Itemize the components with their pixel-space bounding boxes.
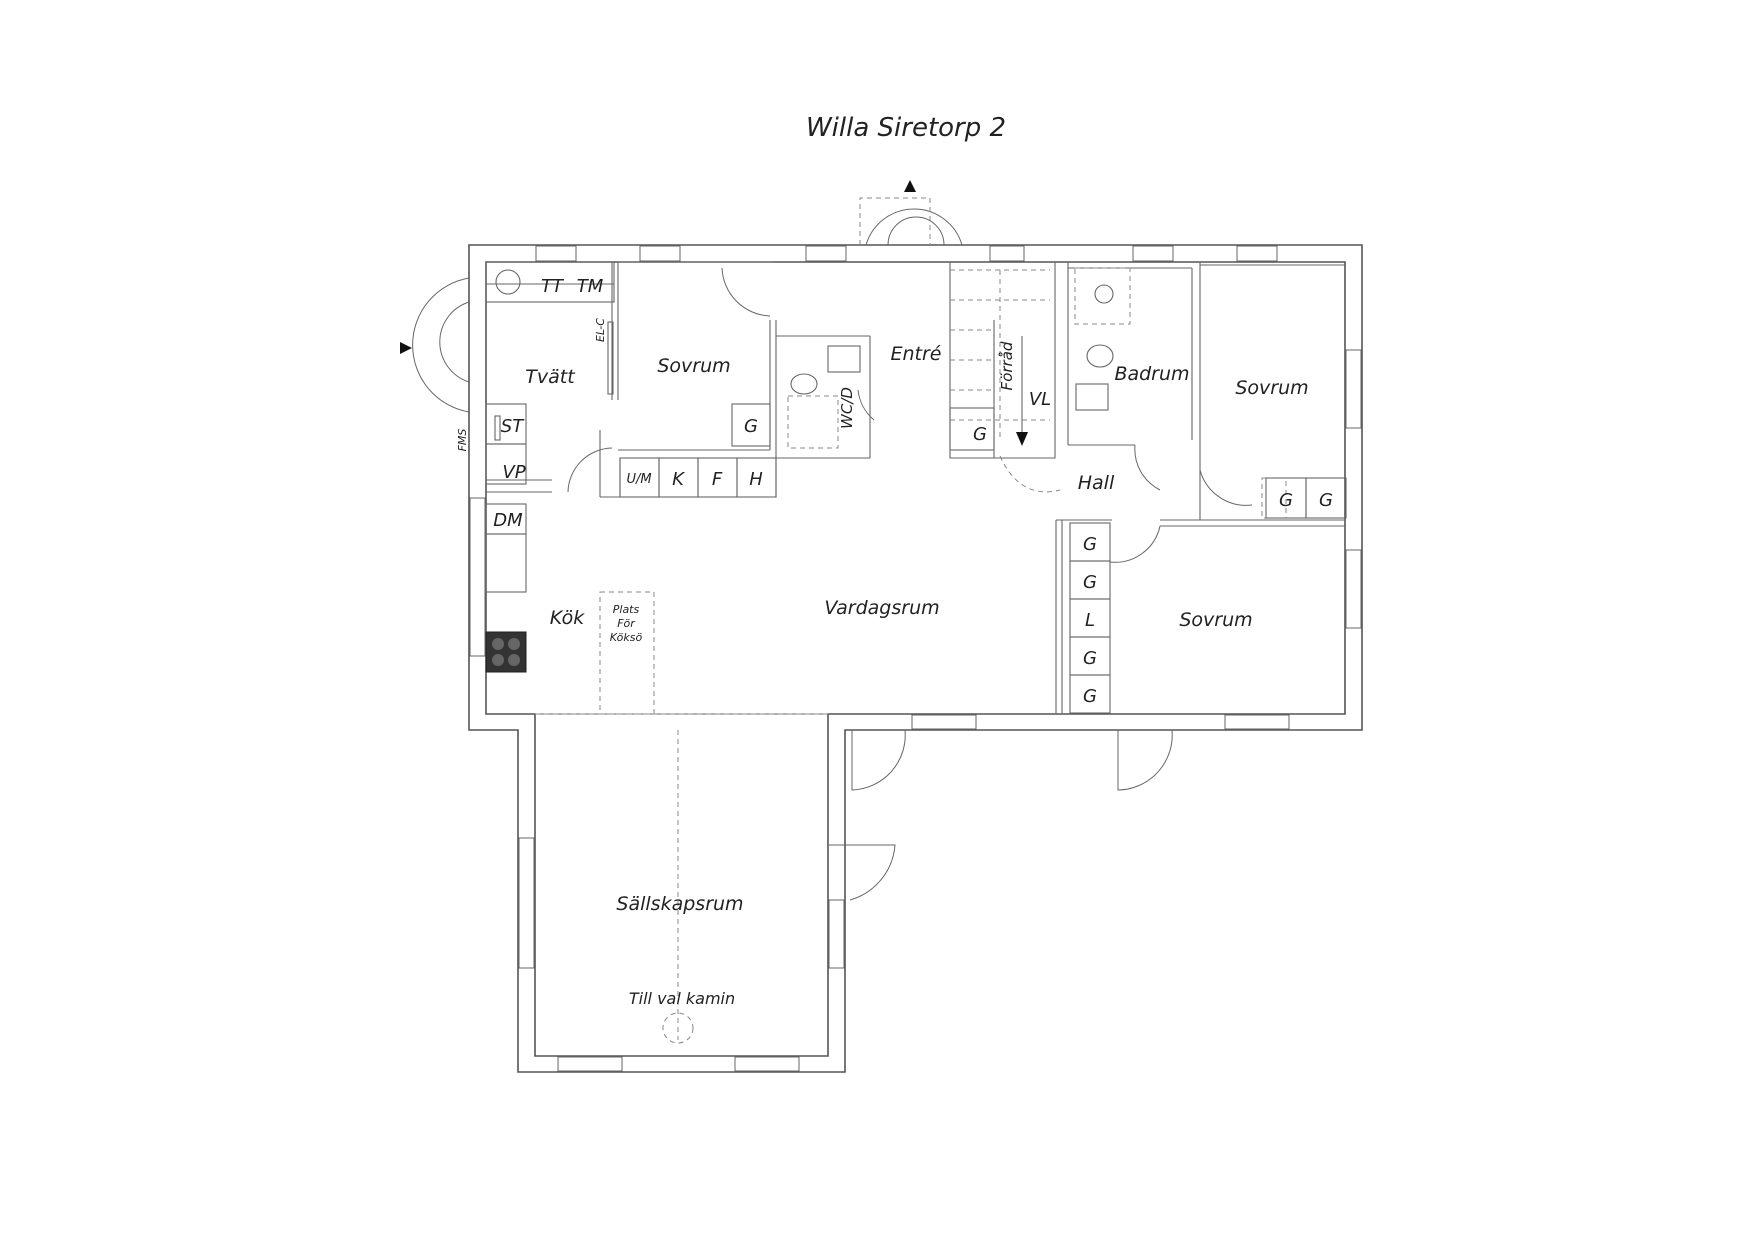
label-k: K xyxy=(672,469,685,490)
label-el-c: EL-C xyxy=(594,318,607,342)
label-dm: DM xyxy=(493,510,523,531)
label-plats: Plats xyxy=(613,603,640,616)
label-g-closet-1: G xyxy=(1083,534,1097,555)
windows xyxy=(469,245,1362,1072)
label-g-closet-4: G xyxy=(1083,686,1097,707)
label-tm: TM xyxy=(577,276,604,297)
label-for: För xyxy=(617,617,636,630)
label-tt: TT xyxy=(541,276,565,297)
room-label-entre: Entré xyxy=(891,343,942,365)
room-label-tvatt: Tvätt xyxy=(525,366,576,388)
doors xyxy=(400,180,1253,901)
label-l-closet: L xyxy=(1085,610,1095,631)
fixture-boxes xyxy=(485,261,1347,714)
interior-walls xyxy=(486,261,1345,715)
label-g-closet-3: G xyxy=(1083,648,1097,669)
label-kokso: Köksö xyxy=(610,631,643,644)
room-label-badrum: Badrum xyxy=(1114,363,1189,385)
room-label-sallskapsrum: Sällskapsrum xyxy=(616,893,743,915)
label-g-closet-2: G xyxy=(1083,572,1097,593)
room-label-forrad: Förråd xyxy=(998,341,1016,390)
dashed-elements xyxy=(535,197,1287,1044)
label-g-entre: G xyxy=(973,424,987,445)
room-label-sovrum-2: Sovrum xyxy=(1235,377,1308,399)
plan-title: Willa Siretorp 2 xyxy=(806,113,1006,143)
label-g-hall-1: G xyxy=(1279,490,1293,511)
label-vp: VP xyxy=(502,462,525,483)
room-label-sovrum-1: Sovrum xyxy=(657,355,730,377)
label-um: U/M xyxy=(626,472,651,487)
label-fms: FMS xyxy=(456,429,469,452)
label-g-sovrum-1: G xyxy=(744,416,758,437)
label-f: F xyxy=(712,469,723,490)
room-label-sovrum-3: Sovrum xyxy=(1179,609,1252,631)
room-label-hall: Hall xyxy=(1078,472,1115,494)
label-g-hall-2: G xyxy=(1319,490,1333,511)
room-label-wcd: WC/D xyxy=(838,387,856,429)
exterior-walls xyxy=(468,244,1363,1073)
room-label-vardagsrum: Vardagsrum xyxy=(824,597,939,619)
label-h: H xyxy=(749,469,763,490)
fixture-labels: TT TM EL-C ST VP FMS DM U/M K F H G G VL… xyxy=(456,276,1333,1008)
room-label-kok: Kök xyxy=(550,607,585,629)
label-kamin: Till val kamin xyxy=(629,989,735,1008)
label-vl: VL xyxy=(1029,389,1051,410)
label-st: ST xyxy=(501,416,525,437)
room-labels: Tvätt Sovrum Entré Badrum Sovrum Hall Kö… xyxy=(525,341,1308,915)
